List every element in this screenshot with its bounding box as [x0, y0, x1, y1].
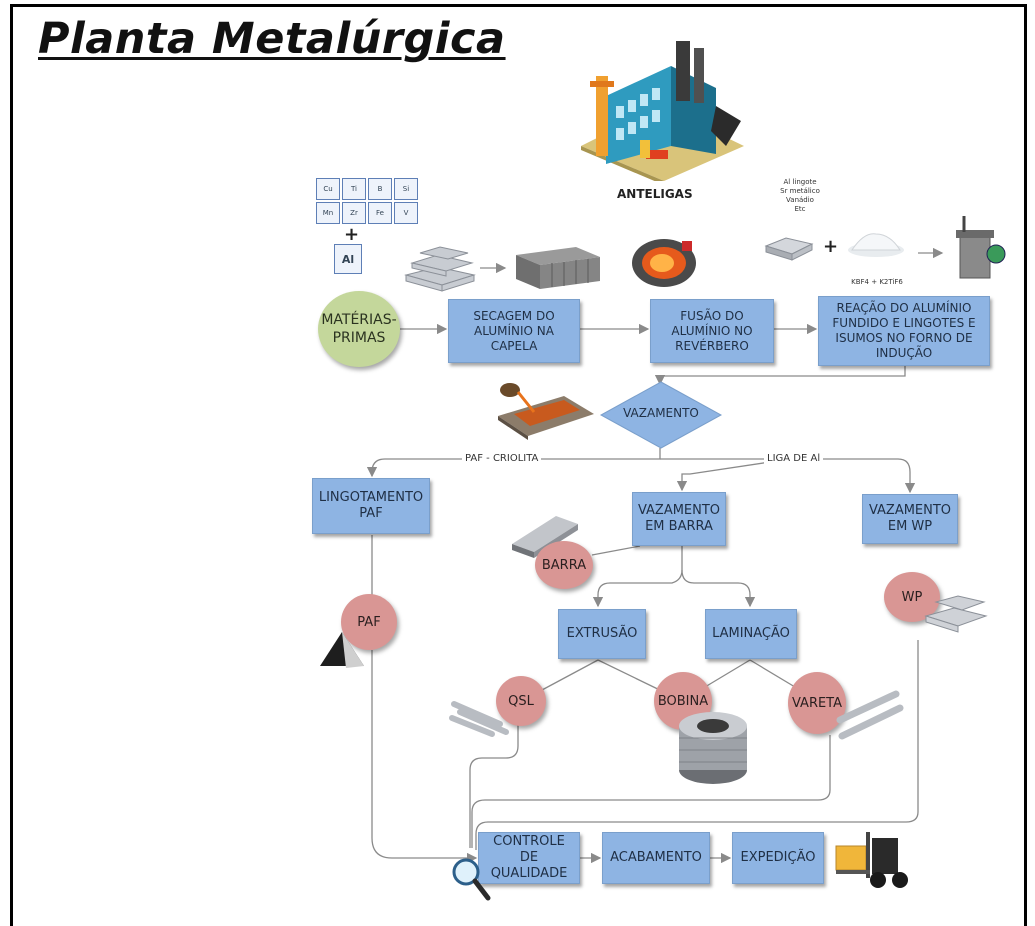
edge-vazamento-barra: [676, 458, 791, 492]
node-lingotamento-paf: LINGOTAMENTO PAF: [312, 478, 430, 534]
pyramid-icon: [320, 632, 364, 668]
node-vazamento-wp: VAZAMENTO EM WP: [862, 494, 958, 544]
wp-ingot-icon: [924, 595, 988, 633]
casting-icon: [498, 383, 594, 440]
node-expedicao: EXPEDIÇÃO: [732, 832, 824, 884]
plus-sign: +: [823, 236, 839, 257]
node-secagem: SECAGEM DO ALUMÍNIO NA CAPELA: [448, 299, 580, 363]
rod-bars-icon: [836, 690, 904, 740]
ingot-icon: [764, 237, 814, 261]
element-tile: Zr: [342, 202, 366, 224]
element-tile: Ti: [342, 178, 366, 200]
product-paf: PAF: [341, 594, 397, 650]
element-tile: B: [368, 178, 392, 200]
induction-furnace-icon: [956, 216, 1006, 279]
edge-label-paf-criolita: PAF - CRIOLITA: [462, 453, 542, 464]
aluminum-element-tile: Al: [334, 244, 362, 274]
reverberatory-furnace-icon: [632, 239, 696, 287]
inputs-note: Al lingote Sr metálico Vanádio Etc: [780, 178, 820, 214]
edge-label-liga-al: LIGA DE Al: [764, 453, 824, 464]
flux-powder-icon: [848, 233, 904, 257]
magnifier-icon: [452, 858, 491, 901]
node-acabamento: ACABAMENTO: [602, 832, 710, 884]
ingot-stack-icon: [404, 246, 476, 292]
edge-vazamento-wp: [660, 458, 916, 494]
element-tile: Cu: [316, 178, 340, 200]
product-wp: WP: [884, 572, 940, 622]
node-controle: CONTROLE DE QUALIDADE: [478, 832, 580, 884]
node-vazamento: VAZAMENTO: [623, 406, 699, 420]
page-frame: [10, 4, 1027, 926]
plus-sign: +: [344, 224, 360, 245]
element-tile: Mn: [316, 202, 340, 224]
element-tile: Fe: [368, 202, 392, 224]
product-barra: BARRA: [535, 541, 593, 589]
edge-vazamento-lingotamento: [366, 448, 661, 478]
edge-reacao-vazamento: [654, 366, 906, 386]
node-fusao: FUSÃO DO ALUMÍNIO NO REVÉRBERO: [650, 299, 774, 363]
element-tile: Si: [394, 178, 418, 200]
drying-chamber-icon: [516, 247, 600, 289]
node-vazamento-shape: [599, 381, 723, 449]
node-laminacao: LAMINAÇÃO: [705, 609, 797, 659]
element-tile: V: [394, 202, 418, 224]
factory-icon: [581, 41, 744, 181]
product-vareta: VARETA: [788, 672, 846, 734]
node-materias-primas: MATÉRIAS-PRIMAS: [318, 291, 400, 367]
product-qsl: QSL: [496, 676, 546, 726]
node-vazamento-barra: VAZAMENTO EM BARRA: [632, 492, 726, 546]
flux-note: KBF4 + K2TiF6: [851, 278, 903, 286]
node-reacao: REAÇÃO DO ALUMÍNIO FUNDIDO E LINGOTES E …: [818, 296, 990, 366]
node-extrusao: EXTRUSÃO: [558, 609, 646, 659]
coil-icon: [679, 712, 747, 784]
company-name: ANTELIGAS: [617, 187, 693, 201]
forklift-icon: [835, 832, 908, 888]
page-title: Planta Metalúrgica: [38, 14, 506, 64]
rods-icon: [449, 701, 509, 737]
